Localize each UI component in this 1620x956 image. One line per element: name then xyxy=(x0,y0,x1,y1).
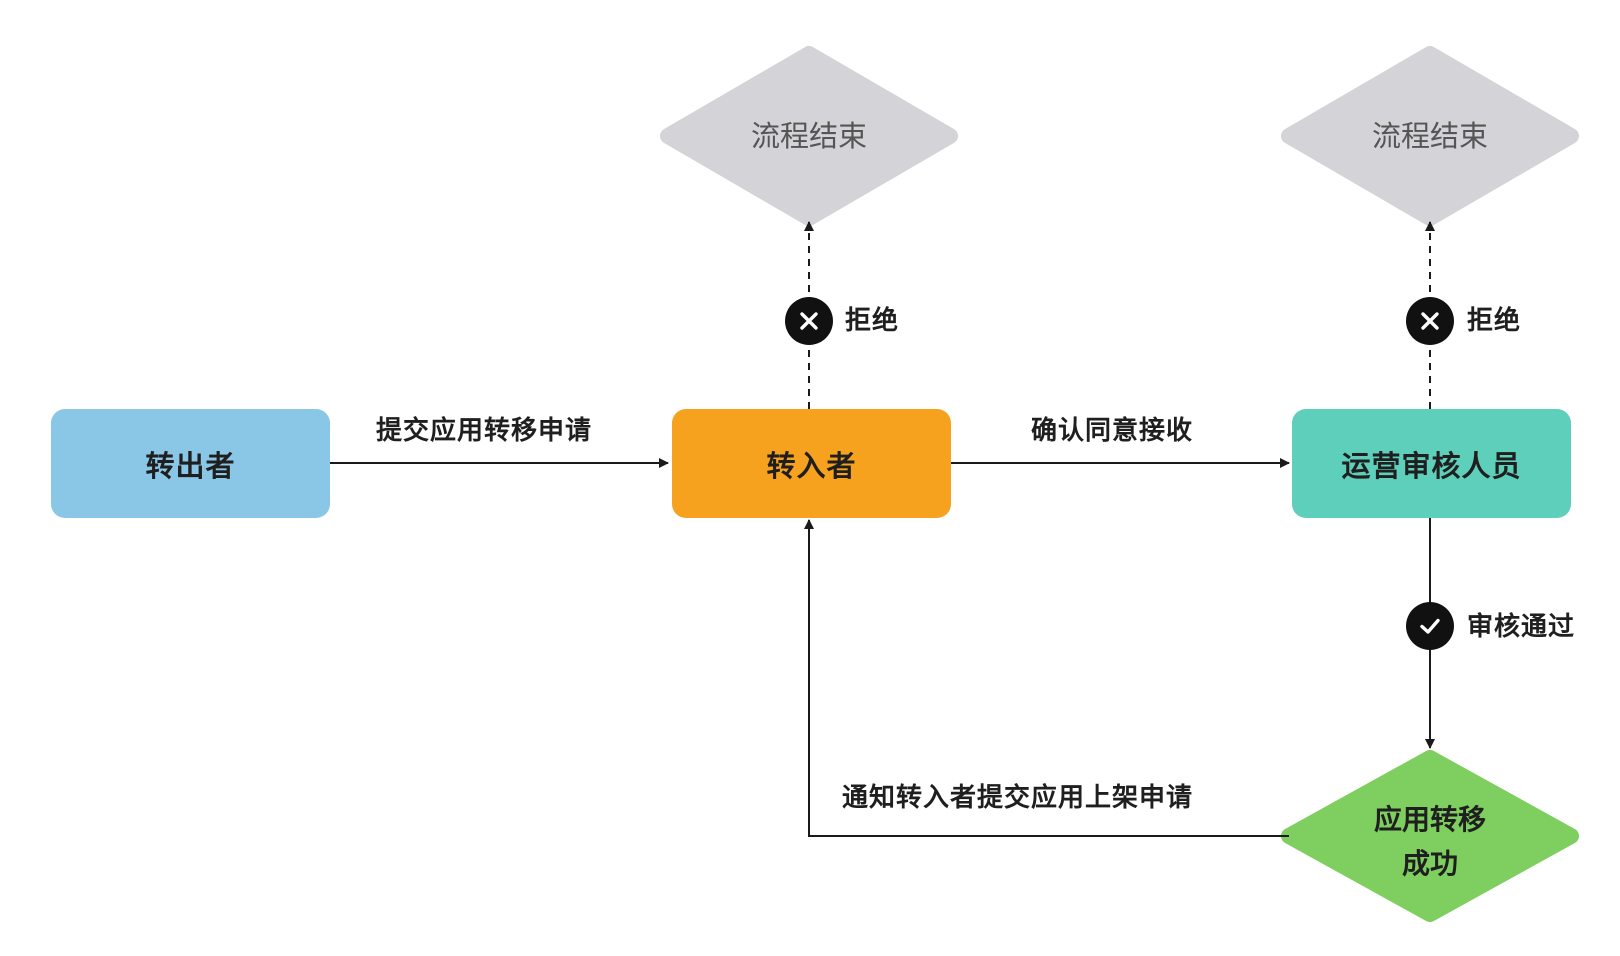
success-diamond xyxy=(1281,750,1579,922)
edge-notify-label: 通知转入者提交应用上架申请 xyxy=(842,783,1194,813)
end-diamond-right xyxy=(1281,46,1579,226)
end-diamond-left xyxy=(660,46,958,226)
edge-approved-label: 审核通过 xyxy=(1467,612,1576,642)
edge-confirm-label: 确认同意接收 xyxy=(1031,416,1194,446)
node-receiver: 转入者 xyxy=(672,409,951,518)
edge-reject-right-label: 拒绝 xyxy=(1467,306,1522,336)
success-label-line2: 成功 xyxy=(1402,847,1458,880)
node-sender-label: 转出者 xyxy=(145,448,236,483)
end-left-label: 流程结束 xyxy=(751,119,867,153)
node-sender: 转出者 xyxy=(51,409,330,518)
notify-arrow xyxy=(804,519,1289,837)
close-icon xyxy=(785,297,833,345)
end-right-label: 流程结束 xyxy=(1372,119,1488,153)
node-reviewer-label: 运营审核人员 xyxy=(1341,448,1522,483)
check-icon xyxy=(1406,602,1454,650)
node-receiver-label: 转入者 xyxy=(766,448,857,483)
node-reviewer: 运营审核人员 xyxy=(1292,409,1571,518)
success-label-line1: 应用转移 xyxy=(1374,803,1486,836)
close-icon xyxy=(1406,297,1454,345)
edge-reject-left-label: 拒绝 xyxy=(845,306,900,336)
edge-submit-label: 提交应用转移申请 xyxy=(376,416,593,446)
